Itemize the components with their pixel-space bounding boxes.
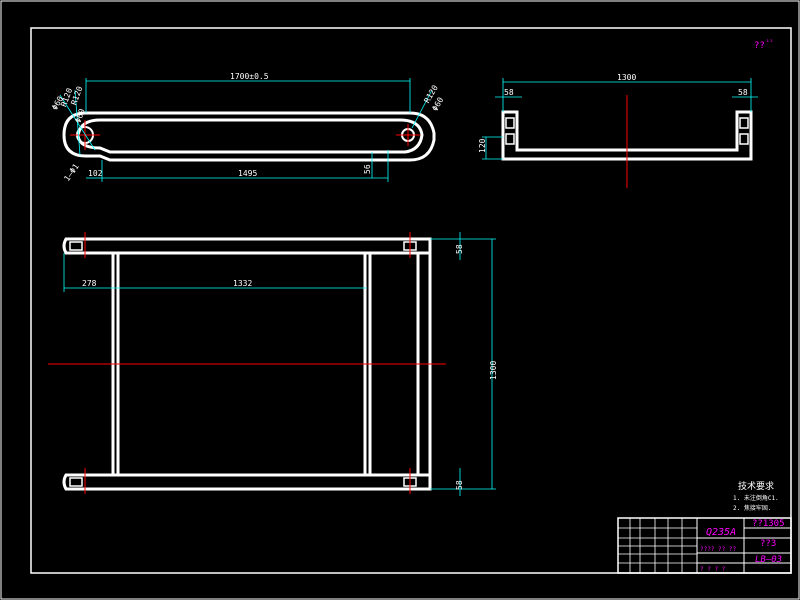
plan-bottom-rail: [62, 473, 432, 491]
link-outline: [62, 111, 436, 162]
top-view: 1700±0.5 1495 102 56 R120 R120 Φ60 Φ60 1…: [50, 72, 445, 183]
dim-left-offset: 102: [88, 169, 103, 178]
plan-bot-slot-left: [69, 477, 83, 487]
side-left-flange-slot2: [505, 133, 515, 145]
tb-small-cells: ???? ?? ??: [700, 546, 737, 553]
tb-part-name: ??1305: [752, 519, 785, 529]
tb-drawing-no: LB—03: [755, 555, 782, 565]
dim-plan-top-flange: 58: [455, 244, 464, 254]
plan-top-rail: [62, 237, 432, 255]
leader-left-2: [74, 89, 81, 156]
tech-requirements: 技术要求 1. 未注倒角C1. 2. 焦接牢固.: [733, 480, 779, 512]
side-profile: [501, 110, 753, 161]
side-right-flange-slot2: [739, 133, 749, 145]
corner-mark: ??: [754, 41, 765, 51]
dim-plan-bottom-flange: 58: [455, 480, 464, 490]
dim-plan-left-offset: 278: [82, 279, 97, 288]
leader-right: [411, 89, 433, 129]
tb-material: Q235A: [706, 527, 736, 538]
side-left-flange-slot: [505, 117, 515, 129]
tb-scale: ??3: [760, 539, 776, 549]
dim-side-height: 120: [478, 138, 487, 153]
dim-side-width: 1300: [617, 73, 636, 82]
title-block: Q235A ??1305 ??3 LB—03 ???? ?? ?? ? ? ? …: [617, 517, 792, 574]
dim-hole-note: 1—Φ1: [62, 162, 81, 183]
dim-side-right-flange: 58: [738, 88, 748, 97]
title-block-frame: [617, 517, 792, 574]
dim-plan-inner-span: 1332: [233, 279, 252, 288]
dim-side-left-flange: 58: [504, 88, 514, 97]
dim-inner-length: 1495: [238, 169, 257, 178]
plan-view: 1300 58 58 278 1332: [48, 232, 498, 496]
tech-line-1: 1. 未注倒角C1.: [733, 494, 779, 502]
tech-title: 技术要求: [738, 480, 774, 492]
side-view: 1300 58 58 120: [478, 73, 758, 188]
side-right-flange-slot: [739, 117, 749, 129]
link-inner-outline: [76, 118, 424, 154]
title-block-grid: [618, 518, 697, 573]
inner-frame: [30, 27, 792, 574]
dim-overall-length: 1700±0.5: [230, 72, 269, 81]
tech-line-2: 2. 焦接牢固.: [733, 504, 771, 512]
dim-plan-width: 1300: [489, 361, 498, 380]
plan-top-slot-left: [69, 241, 83, 251]
tb-small-bottom: ? ? ? ?: [700, 566, 726, 573]
corner-mark-sup: ¹²: [766, 39, 773, 46]
dim-right-height: 56: [363, 164, 372, 174]
